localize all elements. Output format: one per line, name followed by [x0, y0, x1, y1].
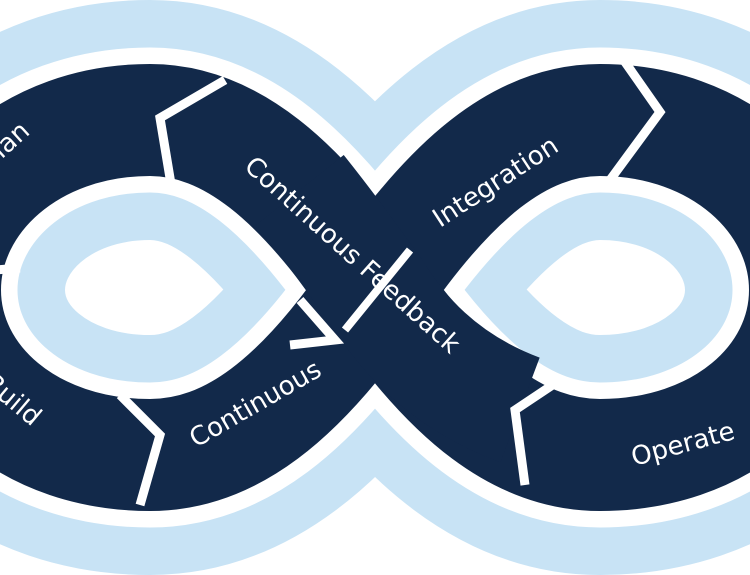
crossing-divider: [341, 247, 414, 333]
stage-dividers: [0, 59, 666, 507]
